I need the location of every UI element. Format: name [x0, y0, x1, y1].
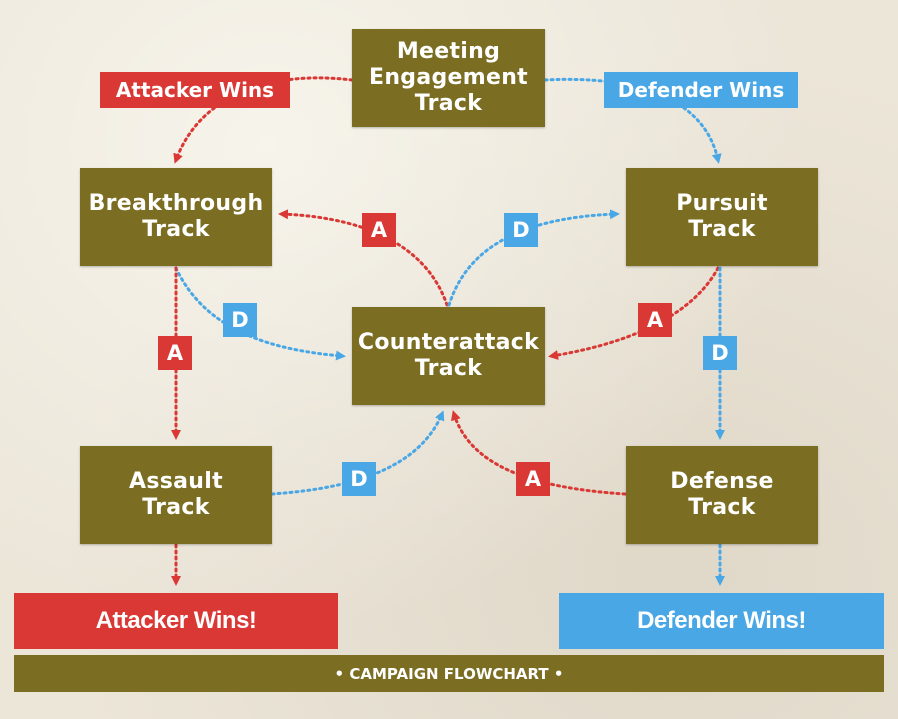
pursuit-track-label: Pursuit Track [676, 191, 768, 242]
attacker-wins-tag: Attacker Wins [100, 72, 290, 108]
pursuit-track-node: Pursuit Track [626, 168, 818, 266]
arrow-counterattack-to-pursuit [447, 209, 620, 307]
defense-track-label: Defense Track [670, 469, 774, 520]
edge-label-a-pursuit-counterattack: A [638, 303, 672, 337]
defender-wins-tag: Defender Wins [604, 72, 798, 108]
edge-label-d-assault-counterattack: D [342, 462, 376, 496]
defense-track-node: Defense Track [626, 446, 818, 544]
defender-wins-result: Defender Wins! [559, 593, 884, 649]
breakthrough-track-node: Breakthrough Track [80, 168, 272, 266]
meeting-engagement-track-label: Meeting Engagement Track [369, 39, 528, 116]
assault-track-label: Assault Track [129, 469, 223, 520]
breakthrough-track-label: Breakthrough Track [88, 191, 264, 242]
arrow-defense-to-counterattack [451, 410, 627, 496]
counterattack-track-node: Counterattack Track [352, 307, 545, 405]
arrow-assault-to-counterattack [270, 410, 445, 496]
meeting-engagement-track-node: Meeting Engagement Track [352, 29, 545, 127]
edge-label-d-pursuit-defense: D [703, 336, 737, 370]
counterattack-track-label: Counterattack Track [357, 330, 540, 381]
campaign-flowchart-footer: • CAMPAIGN FLOWCHART • [14, 655, 884, 692]
edge-label-d-breakthrough-counterattack: D [223, 303, 257, 337]
edge-label-a-counterattack-breakthrough: A [362, 213, 396, 247]
footer-title: • CAMPAIGN FLOWCHART • [334, 664, 564, 683]
arrow-breakthrough-to-counterattack [174, 266, 346, 361]
attacker-wins-result: Attacker Wins! [14, 593, 338, 649]
edge-label-d-counterattack-pursuit: D [504, 213, 538, 247]
arrow-meeting-to-breakthrough [173, 76, 354, 164]
edge-label-a-breakthrough-assault: A [158, 336, 192, 370]
assault-track-node: Assault Track [80, 446, 272, 544]
edge-label-a-defense-counterattack: A [516, 462, 550, 496]
arrow-pursuit-to-counterattack [548, 266, 720, 360]
